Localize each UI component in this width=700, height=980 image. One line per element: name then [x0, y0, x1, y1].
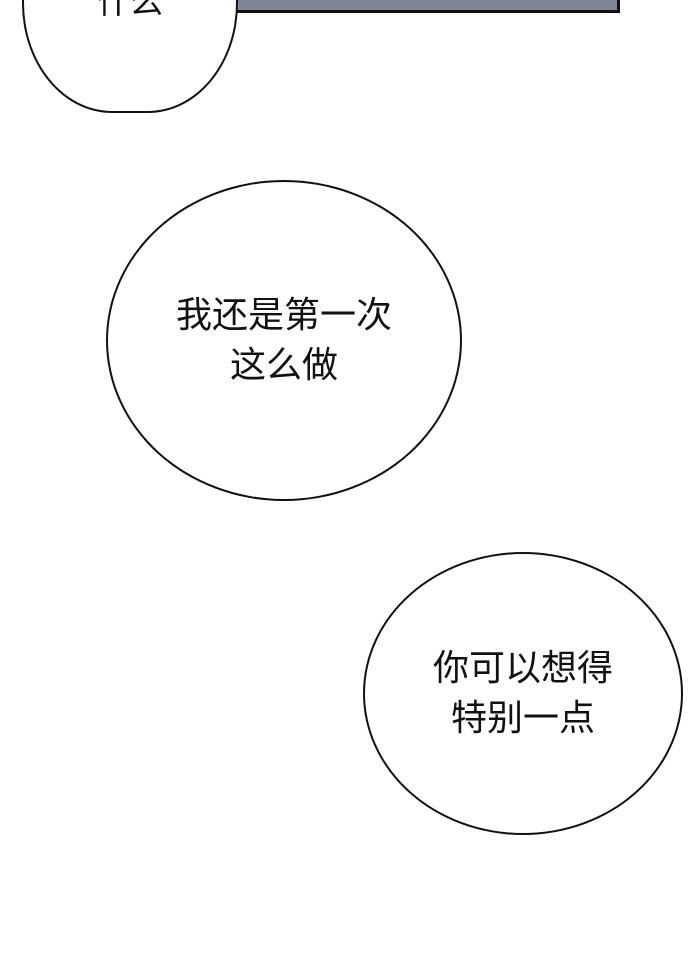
speech-bubble-3: 你可以想得 特别一点 — [363, 552, 683, 835]
bubble-text: 这么做 — [229, 344, 338, 386]
bubble-text: 什么 — [97, 0, 163, 21]
speech-bubble-2: 我还是第一次 这么做 — [106, 180, 462, 501]
bubble-text: 你可以想得 — [432, 647, 613, 689]
bubble-text: 特别一点 — [450, 697, 595, 739]
bubble-text: 我还是第一次 — [175, 294, 392, 336]
comic-panel-top — [225, 0, 620, 13]
speech-bubble-1: 什么 — [22, 0, 238, 113]
